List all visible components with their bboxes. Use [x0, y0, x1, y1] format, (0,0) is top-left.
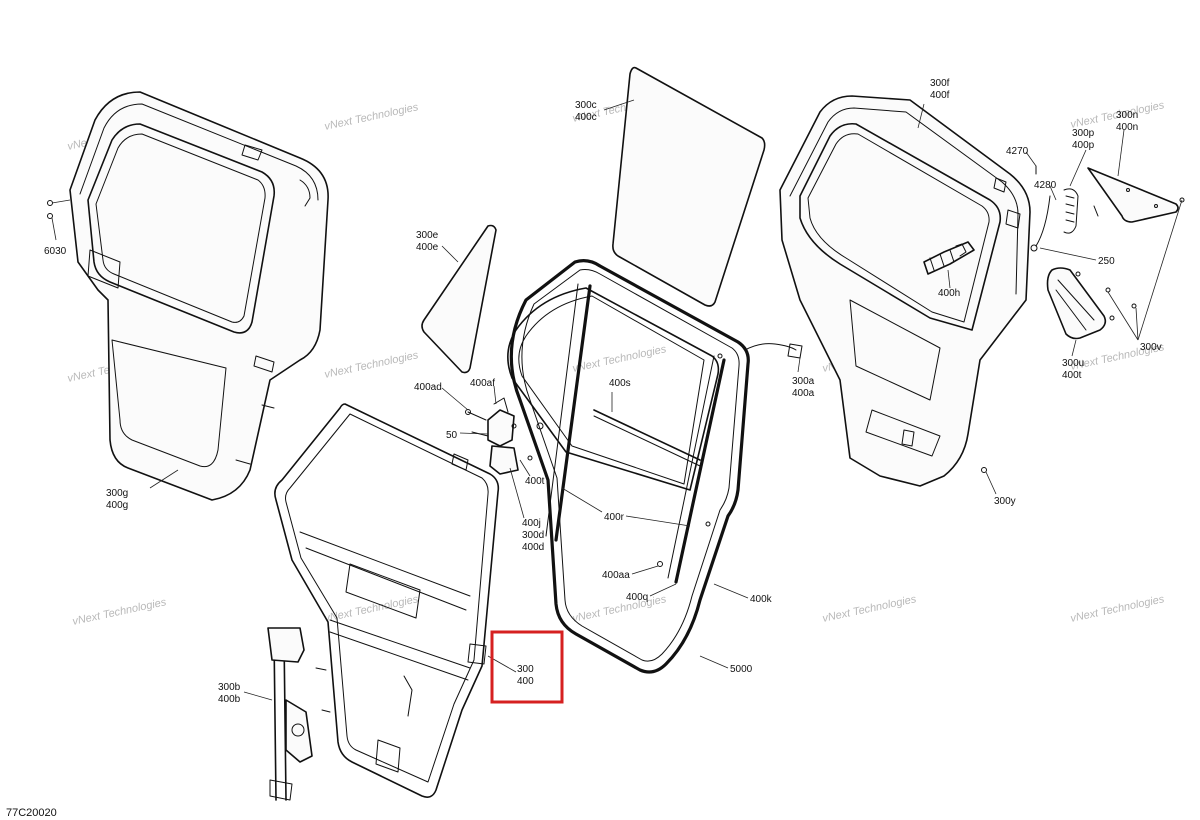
outer-door-panel [69, 91, 329, 501]
callout-300[interactable]: 300 [517, 664, 534, 675]
figure-id: 77C20020 [6, 807, 57, 819]
callout-400c[interactable]: 400c [575, 112, 597, 123]
callout-300n[interactable]: 300n [1116, 110, 1138, 121]
window-regulator [267, 627, 313, 801]
callout-400h[interactable]: 400h [938, 288, 960, 299]
callout-400aa[interactable]: 400aa [602, 570, 630, 581]
callout-300u[interactable]: 300u [1062, 358, 1084, 369]
callout-300p[interactable]: 300p [1072, 128, 1095, 139]
callout-400a[interactable]: 400a [792, 388, 815, 399]
watermark: vNext Technologies [323, 593, 419, 625]
door-frame-seal [507, 259, 803, 674]
callout-400j[interactable]: 400j [522, 518, 541, 529]
watermark: vNext Technologies [571, 343, 667, 375]
triangular-cover [1087, 167, 1179, 223]
callout-400k[interactable]: 400k [750, 594, 773, 605]
callout-300b[interactable]: 300b [218, 682, 241, 693]
watermark: vNext Technologies [323, 101, 419, 133]
door-inner-frame [274, 403, 500, 798]
callout-400t[interactable]: 400t [525, 476, 545, 487]
callout-400n[interactable]: 400n [1116, 122, 1138, 133]
watermark: vNext Technologies [821, 593, 917, 625]
watermark: vNext Technologies [1069, 593, 1165, 625]
callout-400p[interactable]: 400p [1072, 140, 1095, 151]
callout-300g[interactable]: 300g [106, 488, 128, 499]
callout-250[interactable]: 250 [1098, 256, 1115, 267]
callout-400b[interactable]: 400b [218, 694, 241, 705]
callout-6030[interactable]: 6030 [44, 246, 67, 257]
callout-400r[interactable]: 400r [604, 512, 625, 523]
callout-300f[interactable]: 300f [930, 78, 950, 89]
leader-lines [51, 99, 1183, 701]
callout-400af[interactable]: 400af [470, 378, 495, 389]
speaker-grille [1046, 267, 1107, 340]
callout-400s[interactable]: 400s [609, 378, 631, 389]
callout-4280[interactable]: 4280 [1034, 180, 1057, 191]
door-handle [923, 241, 975, 275]
spring-link [1030, 165, 1099, 252]
callout-400q[interactable]: 400q [626, 592, 648, 603]
callout-300y[interactable]: 300y [994, 496, 1016, 507]
callout-labels: 6030 300g 400g 300c 400c 300e 400e 400ad… [44, 78, 1162, 705]
quarter-glass [421, 224, 497, 374]
callout-300v[interactable]: 300v [1140, 342, 1162, 353]
callout-50[interactable]: 50 [446, 430, 458, 441]
callout-400t-right[interactable]: 400t [1062, 370, 1082, 381]
callout-400f[interactable]: 400f [930, 90, 950, 101]
callout-400d[interactable]: 400d [522, 542, 544, 553]
watermark: vNext Technologies [571, 593, 667, 625]
window-glass-panel [612, 66, 766, 307]
callout-5000[interactable]: 5000 [730, 664, 753, 675]
callout-400e[interactable]: 400e [416, 242, 439, 253]
callout-4270[interactable]: 4270 [1006, 146, 1029, 157]
highlight-box [490, 630, 564, 704]
callout-400g[interactable]: 400g [106, 500, 128, 511]
watermark: vNext Technologies [71, 596, 167, 628]
callout-300d[interactable]: 300d [522, 530, 544, 541]
callout-300a[interactable]: 300a [792, 376, 815, 387]
inner-door-trim [779, 95, 1031, 487]
callout-400[interactable]: 400 [517, 676, 534, 687]
door-latch-assembly [465, 397, 544, 475]
callout-400ad[interactable]: 400ad [414, 382, 442, 393]
callout-300c[interactable]: 300c [575, 100, 597, 111]
callout-300e[interactable]: 300e [416, 230, 439, 241]
watermark: vNext Technologies [323, 349, 419, 381]
